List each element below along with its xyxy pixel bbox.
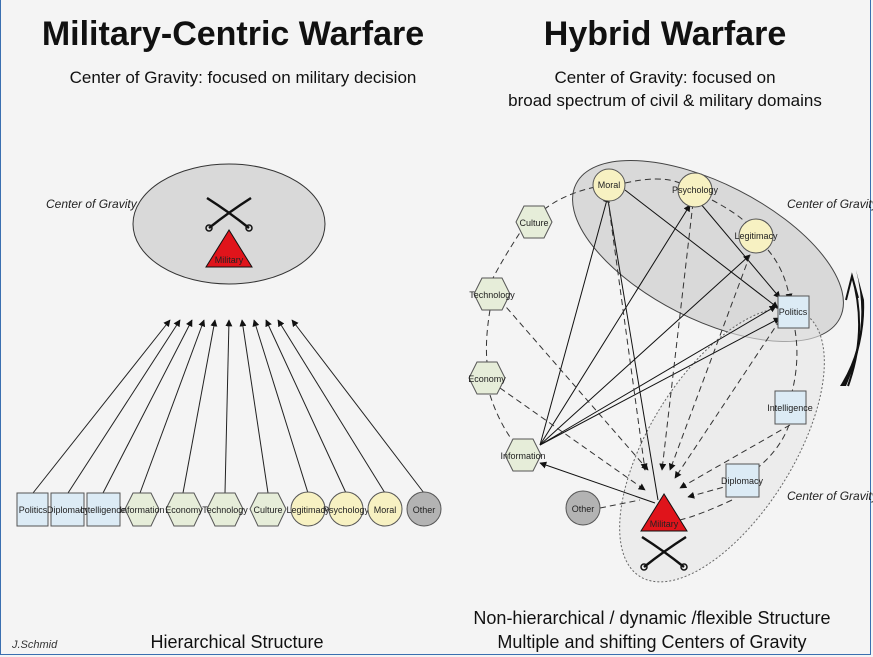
right-node-label: Diplomacy — [721, 476, 764, 486]
right-node-intelligence: Intelligence — [767, 390, 813, 425]
right-node-label: Economy — [468, 374, 506, 384]
right-title: Hybrid Warfare — [544, 15, 786, 53]
left-node-economy: Economy — [165, 492, 203, 527]
right-subtitle-line2: broad spectrum of civil & military domai… — [508, 91, 822, 110]
left-node-label: Politics — [19, 505, 48, 515]
left-node-label: Economy — [165, 505, 203, 515]
left-military-label: Military — [215, 255, 244, 265]
left-footer: Hierarchical Structure — [150, 632, 323, 652]
right-node-label: Other — [572, 504, 595, 514]
left-node-label: Legitimacy — [286, 505, 330, 515]
left-node-legitimacy: Legitimacy — [286, 491, 330, 527]
left-node-intelligence: Intelligence — [80, 492, 126, 527]
right-node-label: Legitimacy — [734, 231, 778, 241]
right-node-legitimacy: Legitimacy — [734, 218, 778, 254]
right-node-information: Information — [500, 438, 546, 472]
left-arrows — [32, 319, 425, 494]
right-node-moral: Moral — [592, 168, 626, 202]
right-node-technology: Technology — [469, 277, 515, 311]
right-cog-label-top: Center of Gravity — [787, 197, 873, 211]
right-node-label: Psychology — [672, 185, 719, 195]
left-node-label: Information — [119, 505, 164, 515]
right-footer-line1: Non-hierarchical / dynamic /flexible Str… — [473, 608, 830, 628]
right-node-label: Culture — [519, 218, 548, 228]
left-node-label: Technology — [202, 505, 248, 515]
shift-arrow-icon — [845, 272, 861, 387]
right-military-label: Military — [650, 519, 679, 529]
left-node-label: Psychology — [323, 505, 370, 515]
right-node-economy: Economy — [468, 361, 506, 395]
right-node-label: Intelligence — [767, 403, 813, 413]
right-node-politics: Politics — [777, 295, 810, 329]
right-solid-arrows — [539, 189, 781, 504]
left-node-label: Other — [413, 505, 436, 515]
left-node-culture: Culture — [249, 492, 287, 527]
right-node-label: Moral — [598, 180, 621, 190]
right-cog-label-bottom: Center of Gravity — [787, 489, 873, 503]
right-node-other: Other — [565, 490, 601, 526]
left-title: Military-Centric Warfare — [42, 15, 424, 53]
right-footer-line2: Multiple and shifting Centers of Gravity — [497, 632, 806, 652]
left-node-moral: Moral — [367, 491, 403, 527]
left-node-label: Diplomacy — [47, 505, 90, 515]
left-node-psychology: Psychology — [323, 491, 370, 527]
right-node-diplomacy: Diplomacy — [721, 463, 764, 498]
left-node-label: Moral — [374, 505, 397, 515]
right-node-psychology: Psychology — [672, 172, 719, 208]
left-subtitle: Center of Gravity: focused on military d… — [70, 68, 417, 87]
left-military-triangle — [205, 229, 253, 268]
left-node-label: Culture — [253, 505, 282, 515]
shift-arrow-shape — [840, 270, 865, 386]
right-node-label: Technology — [469, 290, 515, 300]
left-node-information: Information — [119, 492, 165, 527]
left-node-diplomacy: Diplomacy — [47, 492, 90, 527]
left-node-label: Intelligence — [80, 505, 126, 515]
left-cog-ellipse — [132, 163, 326, 285]
left-node-other: Other — [406, 491, 442, 527]
left-cog-label: Center of Gravity — [46, 197, 138, 211]
left-node-politics: Politics — [16, 492, 49, 527]
right-node-label: Information — [500, 451, 545, 461]
right-military-triangle — [640, 493, 688, 532]
right-node-culture: Culture — [515, 205, 553, 239]
right-node-label: Politics — [779, 307, 808, 317]
left-node-technology: Technology — [202, 492, 248, 527]
right-dashed-arrows — [499, 199, 791, 509]
author-credit: J.Schmid — [11, 639, 58, 651]
right-subtitle-line1: Center of Gravity: focused on — [554, 68, 775, 87]
